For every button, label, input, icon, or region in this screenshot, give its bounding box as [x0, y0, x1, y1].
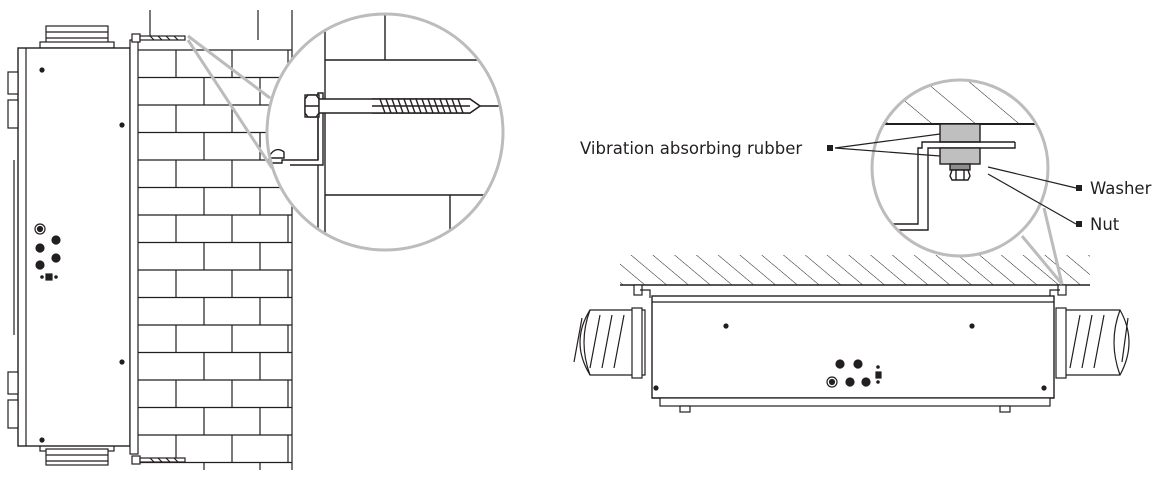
wall-anchor-bottom — [131, 455, 186, 465]
brick-wall — [138, 10, 293, 470]
duct-left — [573, 307, 646, 379]
wall-anchor-top — [131, 33, 186, 43]
ceiling — [620, 255, 1090, 286]
ceiling-mount-view — [573, 78, 1130, 413]
wall-mount-view — [7, 10, 505, 470]
ventilation-unit-front — [651, 295, 1055, 413]
top-duct-collar — [39, 25, 115, 49]
leader-lines — [827, 133, 1082, 227]
label-washer: Washer — [1090, 179, 1152, 198]
rubber-detail-callout — [870, 78, 1050, 258]
label-vibration-absorbing-rubber: Vibration absorbing rubber — [580, 139, 802, 158]
anchor-detail-callout — [186, 12, 505, 252]
label-nut: Nut — [1090, 215, 1120, 234]
bottom-duct-collar — [39, 444, 115, 466]
hanging-bracket-left — [633, 284, 651, 298]
duct-right — [1055, 307, 1130, 379]
ventilation-unit-side — [7, 39, 139, 455]
